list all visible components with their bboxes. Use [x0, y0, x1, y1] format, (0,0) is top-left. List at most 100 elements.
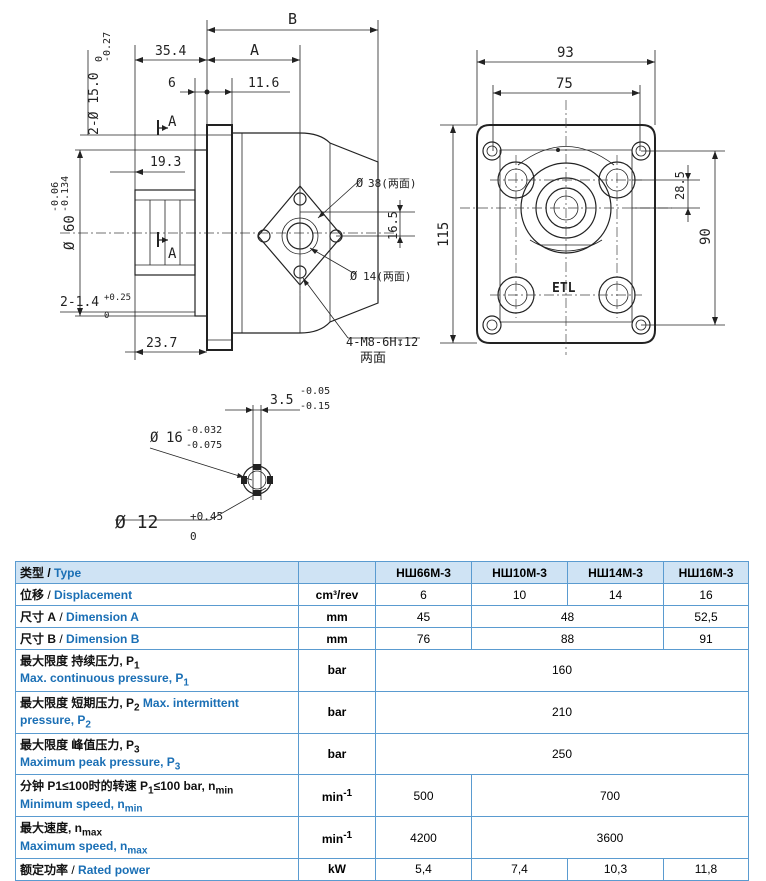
section-a-bottom: A — [168, 246, 177, 262]
table-row: 尺寸 A / Dimension A mm 45 48 52,5 — [15, 605, 749, 628]
cell-value: 52,5 — [663, 605, 749, 628]
dim-28-5: 28.5 — [673, 171, 687, 200]
technical-drawing: B 35.4 A 6 11.6 A A 19.3 2-Ø 15.0 0 — [50, 10, 725, 543]
dim-thread: 4-M8-6H↧12 — [346, 335, 418, 349]
row-unit: bar — [298, 649, 376, 692]
dim-phi16-dn: -0.075 — [186, 440, 222, 451]
spec-table: 类型 / Type НШ66М-3 НШ10М-3 НШ14М-3 НШ16М-… — [15, 561, 749, 881]
dim-phi12: Ø 12 — [115, 512, 158, 533]
cell-value: 6 — [375, 583, 472, 606]
row-label: 尺寸 B / Dimension B — [15, 627, 299, 650]
cell-value: 250 — [375, 732, 749, 776]
table-row: 最大速度, nmax Maximum speed, nmax min-1 420… — [15, 816, 749, 859]
phi38-symbol: Ø — [356, 176, 364, 190]
cell-value: 500 — [375, 774, 472, 818]
dim-phi14: 14(两面) — [363, 270, 412, 283]
table-row: 最大限度 持续压力, P1 Max. continuous pressure, … — [15, 649, 749, 692]
cell-value: 91 — [663, 627, 749, 650]
type-header: 类型 / Type — [15, 561, 299, 584]
dim-b-label: B — [288, 10, 297, 28]
dim-phi60: 60 — [62, 215, 78, 232]
dim-2-1-4-dn: 0 — [104, 311, 109, 321]
dim-75: 75 — [556, 76, 573, 92]
row-unit: cm³/rev — [298, 583, 376, 606]
cell-value: 10 — [471, 583, 568, 606]
dim-a-label: A — [250, 41, 259, 59]
row-unit: bar — [298, 732, 376, 776]
cell-value: 10,3 — [567, 857, 664, 881]
row-label: 最大速度, nmax Maximum speed, nmax — [15, 816, 299, 859]
dim-both-sides: 两面 — [360, 351, 386, 366]
cell-value: 210 — [375, 690, 749, 734]
front-view: ETL 93 75 115 90 — [436, 45, 725, 355]
dim-phi15-tol-up: 0 — [94, 56, 105, 62]
row-label: 最大限度 峰值压力, P3 Maximum peak pressure, P3 — [15, 732, 299, 776]
phi14-symbol: Ø — [350, 269, 358, 283]
cell-value: 11,8 — [663, 857, 749, 881]
dim-phi38: 38(两面) — [368, 177, 417, 190]
dim-phi12-up: +0.45 — [190, 510, 223, 523]
row-unit: mm — [298, 627, 376, 650]
dim-3-5-up: -0.05 — [300, 386, 330, 397]
row-unit: kW — [298, 857, 376, 881]
cell-value: 4200 — [375, 816, 472, 859]
row-label: 额定功率 / Rated power — [15, 857, 299, 881]
model-header: НШ14М-3 — [567, 561, 664, 584]
dim-phi12-dn: 0 — [190, 530, 197, 543]
dim-6: 6 — [168, 76, 176, 91]
phi60-symbol: Ø — [62, 241, 78, 250]
table-row: 位移 / Displacement cm³/rev 6 10 14 16 — [15, 583, 749, 606]
cell-value: 88 — [471, 627, 664, 650]
cell-value: 16 — [663, 583, 749, 606]
phi16-symbol: Ø — [150, 430, 159, 446]
table-header-row: 类型 / Type НШ66М-3 НШ10М-3 НШ14М-3 НШ16М-… — [15, 561, 749, 584]
section-a-top: A — [168, 114, 177, 130]
dim-phi15-tol-dn: -0.27 — [102, 32, 113, 62]
row-unit: mm — [298, 605, 376, 628]
cell-value: 14 — [567, 583, 664, 606]
table-row: 分钟 P1≤100时的转速 P1≤100 bar, nmin Minimum s… — [15, 774, 749, 818]
table-row: 最大限度 短期压力, P2 Max. intermittent pressure… — [15, 690, 749, 734]
dim-phi60-tol-dn: -0.134 — [60, 176, 71, 212]
dim-phi60-tol-up: -0.06 — [50, 182, 61, 212]
cell-value: 7,4 — [471, 857, 568, 881]
unit-header — [298, 561, 376, 584]
model-header: НШ10М-3 — [471, 561, 568, 584]
row-unit: min-1 — [298, 774, 376, 818]
row-unit: min-1 — [298, 816, 376, 859]
row-label: 分钟 P1≤100时的转速 P1≤100 bar, nmin Minimum s… — [15, 774, 299, 818]
row-unit: bar — [298, 690, 376, 734]
dim-11-6: 11.6 — [248, 76, 279, 91]
cell-value: 3600 — [471, 816, 749, 859]
dim-3-5-dn: -0.15 — [300, 401, 330, 412]
dim-19-3: 19.3 — [150, 155, 181, 170]
dim-3-5: 3.5 — [270, 393, 293, 408]
row-label: 最大限度 持续压力, P1 Max. continuous pressure, … — [15, 649, 299, 692]
dim-phi16-up: -0.032 — [186, 425, 222, 436]
dim-93: 93 — [557, 45, 574, 61]
dim-2-1-4-up: +0.25 — [104, 293, 131, 303]
dim-23-7: 23.7 — [146, 336, 177, 351]
dim-phi16: 16 — [166, 430, 183, 446]
dim-phi15: 2-Ø 15.0 — [87, 72, 102, 135]
dim-115: 115 — [436, 222, 452, 247]
dim-2-1-4: 2-1.4 — [60, 295, 99, 310]
row-label: 位移 / Displacement — [15, 583, 299, 606]
cell-value: 5,4 — [375, 857, 472, 881]
table-row: 尺寸 B / Dimension B mm 76 88 91 — [15, 627, 749, 650]
table-row: 额定功率 / Rated power kW 5,4 7,4 10,3 11,8 — [15, 857, 749, 881]
dim-16-5: 16.5 — [386, 211, 400, 240]
shaft-detail: 3.5 -0.05 -0.15 Ø 16 -0.032 -0.075 Ø 12 … — [115, 386, 330, 543]
row-label: 最大限度 短期压力, P2 Max. intermittent pressure… — [15, 690, 299, 734]
cell-value: 700 — [471, 774, 749, 818]
cell-value: 48 — [471, 605, 664, 628]
model-header: НШ16М-3 — [663, 561, 749, 584]
model-header: НШ66М-3 — [375, 561, 472, 584]
side-view: B 35.4 A 6 11.6 A A 19.3 2-Ø 15.0 0 — [50, 10, 420, 366]
table-row: 最大限度 峰值压力, P3 Maximum peak pressure, P3 … — [15, 732, 749, 776]
row-label: 尺寸 A / Dimension A — [15, 605, 299, 628]
logo-etl: ETL — [552, 281, 576, 296]
dim-35-4: 35.4 — [155, 44, 186, 59]
dim-90: 90 — [698, 228, 714, 245]
cell-value: 160 — [375, 649, 749, 692]
